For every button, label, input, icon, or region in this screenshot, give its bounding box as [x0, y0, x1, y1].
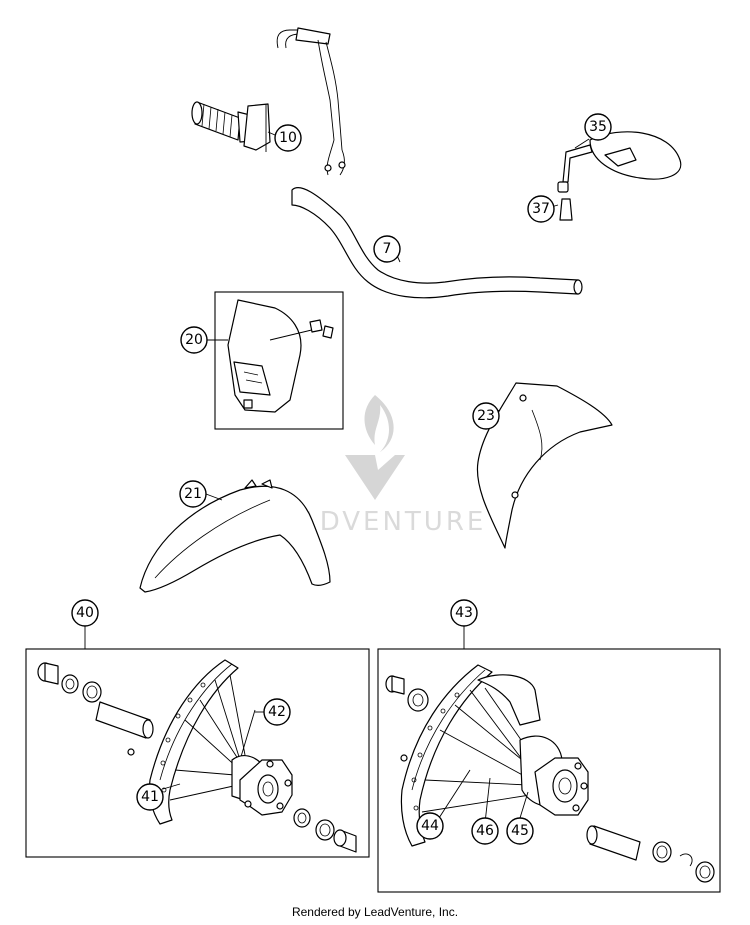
side-plate [476, 382, 613, 549]
front-fender [139, 479, 331, 593]
callout-45: 45 [506, 817, 534, 845]
callout-20: 20 [180, 326, 208, 354]
rear-wheel-assembly [385, 664, 715, 883]
callout-10-label: 10 [279, 130, 297, 146]
headlight-mask [227, 299, 334, 413]
callout-21-label: 21 [184, 486, 202, 502]
callout-37: 37 [527, 195, 555, 223]
callout-10: 10 [274, 124, 302, 152]
handlebar [291, 187, 583, 299]
callout-45-label: 45 [511, 823, 529, 839]
callout-40: 40 [71, 599, 99, 627]
callout-35-label: 35 [589, 119, 607, 135]
callout-42: 42 [263, 698, 291, 726]
rear-wheel-box [377, 648, 721, 893]
headlight-box [214, 291, 344, 430]
callout-43: 43 [450, 599, 478, 627]
throttle-grip [191, 101, 271, 152]
callout-7: 7 [373, 235, 401, 263]
callout-42-label: 42 [268, 704, 286, 720]
callout-23-label: 23 [477, 408, 495, 424]
callout-37-label: 37 [532, 201, 550, 217]
mirror [557, 131, 682, 221]
callout-46-label: 46 [476, 823, 494, 839]
callout-7-label: 7 [383, 241, 392, 257]
footer-credit: Rendered by LeadVenture, Inc. [291, 905, 459, 919]
callout-20-label: 20 [185, 332, 203, 348]
front-wheel-assembly [37, 659, 357, 853]
callout-41-label: 41 [141, 789, 159, 805]
callout-44: 44 [416, 812, 444, 840]
callout-41: 41 [136, 783, 164, 811]
callout-23: 23 [472, 402, 500, 430]
callout-35: 35 [584, 113, 612, 141]
callout-44-label: 44 [421, 818, 439, 834]
front-wheel-box [25, 648, 370, 858]
callout-43-label: 43 [455, 605, 473, 621]
callout-21: 21 [179, 480, 207, 508]
callout-40-label: 40 [76, 605, 94, 621]
throttle-cables [276, 27, 346, 176]
callout-46: 46 [471, 817, 499, 845]
